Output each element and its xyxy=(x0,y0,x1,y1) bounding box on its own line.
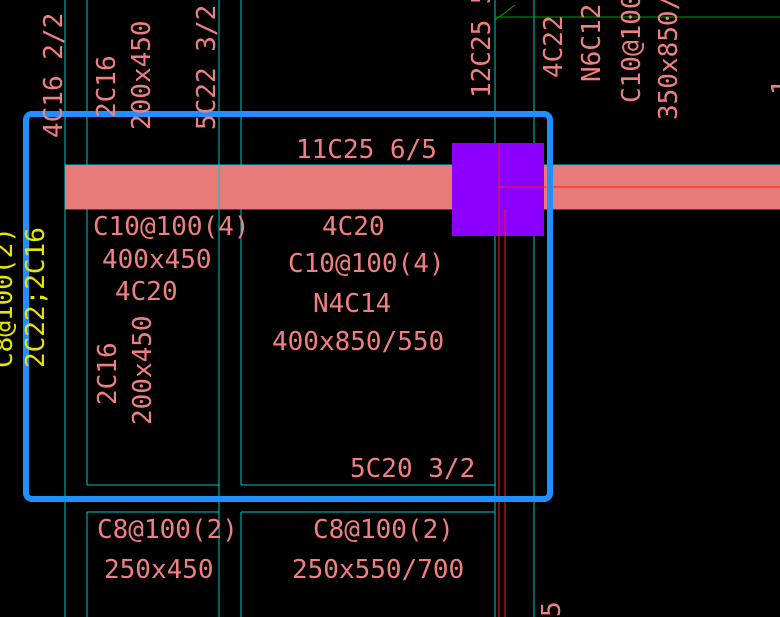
label-lower-left-c8: C8@100(2) xyxy=(97,515,238,545)
label-top-4c16: 4C16 2/2 xyxy=(39,13,69,138)
label-beam-top: 11C25 6/5 xyxy=(296,135,437,165)
red-lines xyxy=(498,143,780,617)
label-left-v-2c16: 2C16 xyxy=(93,342,123,405)
label-top-n6c12: N6C12 xyxy=(577,4,607,82)
label-yellow-b: C8@100(2) xyxy=(0,227,19,368)
label-bottom-5c20: 5C20 3/2 xyxy=(350,454,475,484)
label-left-4c20: 4C20 xyxy=(115,277,178,307)
label-center-n4c14: N4C14 xyxy=(313,289,391,319)
label-yellow-a: 2C22;2C16 xyxy=(21,227,51,368)
label-center-4c20: 4C20 xyxy=(322,212,385,242)
label-lower-right-250x550: 250x550/700 xyxy=(292,555,464,585)
label-center-400x850: 400x850/550 xyxy=(272,327,444,357)
label-left-v-200x450: 200x450 xyxy=(128,315,158,425)
label-lower-right-c8: C8@100(2) xyxy=(313,515,454,545)
label-edge-right: 1 xyxy=(767,79,780,95)
label-top-200x450: 200x450 xyxy=(127,20,157,130)
column-highlight[interactable] xyxy=(452,143,544,236)
label-top-12c25: 12C25 5/ xyxy=(467,0,497,98)
label-lower-left-250x450: 250x450 xyxy=(104,555,214,585)
label-top-350x850: 350x850/5 xyxy=(654,0,684,120)
label-center-c10: C10@100(4) xyxy=(288,249,445,279)
label-top-5c22: 5C22 3/2 xyxy=(192,5,222,130)
selection-box[interactable] xyxy=(23,111,553,502)
label-top-c10: C10@100(4 xyxy=(617,0,647,103)
label-top-2c16: 2C16 xyxy=(92,55,122,118)
green-lines xyxy=(494,4,780,21)
label-left-c10: C10@100(4) xyxy=(93,212,250,242)
label-left-400x450: 400x450 xyxy=(102,245,212,275)
label-top-4c22: 4C22 xyxy=(539,15,569,78)
label-edge-bottom: 5 xyxy=(537,601,567,617)
